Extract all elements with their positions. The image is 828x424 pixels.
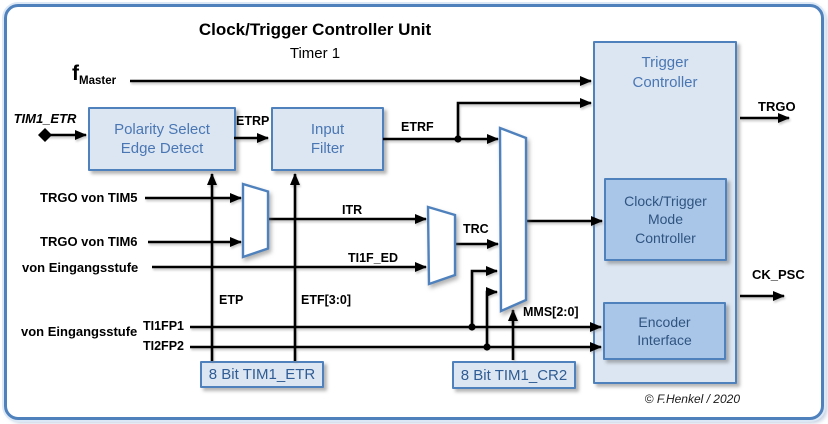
page-title: Clock/Trigger Controller Unit	[198, 20, 432, 39]
register-tim1-etr: 8 Bit TIM1_ETR	[200, 361, 324, 388]
block-ctm-line2: Mode	[647, 211, 684, 228]
label-trc: TRC	[463, 222, 489, 236]
copyright-note: © F.Henkel / 2020	[644, 392, 740, 406]
block-input-filter-line1: Input	[310, 120, 345, 138]
label-mms: MMS[2:0]	[523, 305, 579, 319]
label-fmaster-subscript: Master	[79, 75, 117, 87]
block-trigger-controller: Trigger Controller Clock/Trigger Mode Co…	[593, 41, 737, 384]
label-eingangsstufe-2: von Eingangsstufe	[21, 324, 138, 339]
label-ck-psc: CK_PSC	[752, 267, 805, 282]
label-etp: ETP	[219, 293, 244, 307]
register-tim1-etr-label: 8 Bit TIM1_ETR	[208, 366, 316, 383]
label-ti1fp1: TI1FP1	[143, 319, 184, 333]
block-encoder-interface: Encoder Interface	[603, 302, 726, 360]
block-trigger-controller-line1: Trigger	[641, 54, 689, 71]
diagram-border-frame	[4, 4, 824, 420]
block-trigger-controller-line2: Controller	[632, 73, 698, 91]
page-subtitle: Timer 1	[289, 45, 341, 62]
block-polarity-select: Polarity Select Edge Detect	[88, 107, 236, 171]
block-clock-trigger-mode-controller: Clock/Trigger Mode Controller	[604, 178, 727, 261]
block-input-filter-line2: Filter	[310, 140, 345, 157]
block-ctm-line1: Clock/Trigger	[624, 193, 707, 210]
label-trgo-tim5: TRGO von TIM5	[40, 190, 138, 205]
label-etf: ETF[3:0]	[301, 293, 351, 307]
label-fmaster: fMaster	[72, 62, 116, 87]
label-fmaster-base: f	[72, 62, 79, 85]
label-ti2fp2: TI2FP2	[143, 339, 184, 353]
block-input-filter: Input Filter	[271, 107, 384, 171]
block-encoder-line1: Encoder	[638, 313, 691, 330]
label-eingangsstufe-1: von Eingangsstufe	[22, 260, 139, 275]
label-trgo-output: TRGO	[758, 99, 796, 114]
register-tim1-cr2-label: 8 Bit TIM1_CR2	[460, 366, 568, 384]
label-tim1-etr: TIM1_ETR	[13, 111, 77, 126]
label-ti1f-ed: TI1F_ED	[348, 251, 399, 265]
block-encoder-line2: Interface	[637, 332, 692, 348]
label-trgo-tim6: TRGO von TIM6	[40, 234, 138, 249]
block-polarity-select-line2: Edge Detect	[120, 140, 204, 157]
label-etrp: ETRP	[236, 114, 270, 128]
label-itr: ITR	[342, 203, 363, 217]
block-polarity-select-line1: Polarity Select	[114, 120, 210, 138]
label-etrf: ETRF	[401, 120, 434, 134]
register-tim1-cr2: 8 Bit TIM1_CR2	[452, 361, 576, 389]
block-ctm-line3: Controller	[635, 229, 696, 246]
